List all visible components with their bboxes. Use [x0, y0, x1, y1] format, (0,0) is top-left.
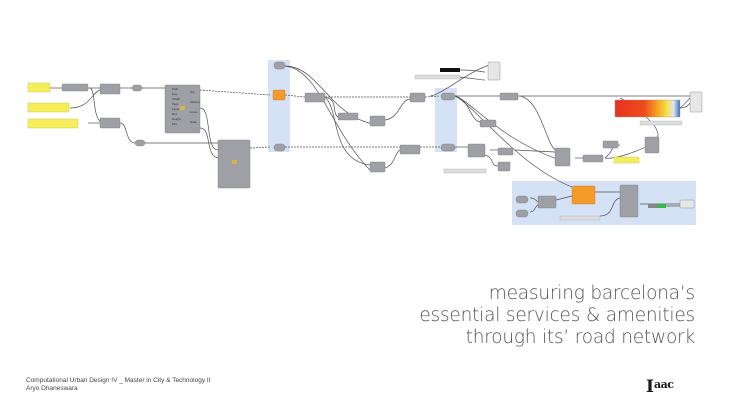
- slider-bottom[interactable]: [559, 215, 601, 221]
- gradient-component[interactable]: [614, 99, 681, 118]
- title-line-3: through its’ road network: [465, 327, 696, 348]
- panel-4[interactable]: [613, 156, 640, 164]
- param-3[interactable]: [273, 61, 286, 70]
- param-7[interactable]: [515, 195, 529, 204]
- swatch-black: [440, 68, 460, 72]
- svg-text:Height: Height: [172, 117, 181, 121]
- svg-text:Key: Key: [172, 92, 178, 96]
- component-preview-3[interactable]: [679, 199, 695, 209]
- param-5[interactable]: [440, 92, 456, 101]
- svg-text:Ref: Ref: [172, 112, 177, 116]
- component-k[interactable]: [467, 143, 486, 158]
- component-l[interactable]: [497, 147, 514, 156]
- title-line-2: essential services & amenities: [419, 305, 695, 326]
- component-o[interactable]: [582, 154, 604, 163]
- component-f[interactable]: [409, 92, 426, 103]
- slider-top[interactable]: [414, 74, 461, 80]
- component-d[interactable]: [337, 112, 359, 121]
- credits: Computational Urban Design IV _ Master i…: [26, 377, 211, 393]
- group-1: [268, 60, 290, 152]
- group-2: [435, 88, 457, 152]
- param-4[interactable]: [273, 143, 286, 152]
- elk-icon-2: [232, 160, 237, 164]
- author-name: Aryo Dhaneswara: [26, 385, 78, 392]
- param-1[interactable]: [131, 84, 143, 92]
- component-c[interactable]: [304, 92, 326, 103]
- svg-text:Pts: Pts: [190, 90, 195, 94]
- components: [61, 61, 703, 218]
- component-i[interactable]: [499, 92, 519, 101]
- svg-text:Meshes: Meshes: [190, 100, 201, 104]
- param-2[interactable]: [134, 139, 146, 147]
- component-h[interactable]: [369, 161, 386, 173]
- svg-text:Min: Min: [172, 122, 177, 126]
- component-q[interactable]: [644, 136, 660, 154]
- title-line-1: measuring barcelona’s: [488, 283, 695, 304]
- svg-text:Lines: Lines: [190, 110, 198, 114]
- component-r[interactable]: [537, 195, 557, 209]
- panels: [27, 82, 640, 164]
- svg-text:XPath: XPath: [172, 97, 181, 101]
- component-elk-1-labels: Path Key XPath Tags Layer Ref Height Min…: [172, 87, 201, 126]
- panel-1[interactable]: [27, 82, 51, 93]
- slide-title: measuring barcelona’s essential services…: [419, 283, 695, 349]
- cluster-orange-2[interactable]: [571, 185, 596, 205]
- component-e[interactable]: [369, 115, 386, 127]
- component-construct-path[interactable]: [61, 83, 89, 92]
- sliders: [414, 68, 683, 221]
- slider-mid[interactable]: [443, 168, 487, 174]
- course-name: Computational Urban Design IV _ Master i…: [26, 377, 211, 384]
- component-g[interactable]: [399, 144, 421, 155]
- component-s[interactable]: [619, 184, 639, 218]
- component-m[interactable]: [497, 161, 511, 172]
- component-p[interactable]: [602, 140, 619, 149]
- svg-text:Tags: Tags: [172, 102, 179, 106]
- component-n[interactable]: [554, 147, 571, 167]
- component-preview-2[interactable]: [689, 91, 703, 113]
- component-preview[interactable]: [487, 61, 501, 81]
- elk-icon: [180, 106, 185, 110]
- component-a[interactable]: [99, 83, 121, 95]
- slider-gradient[interactable]: [639, 120, 683, 126]
- component-b[interactable]: [99, 117, 121, 129]
- svg-text:Data: Data: [190, 120, 197, 124]
- iaac-logo: Iaac: [646, 377, 674, 397]
- param-6[interactable]: [440, 143, 456, 152]
- panel-3[interactable]: [27, 118, 79, 129]
- slider-green[interactable]: [657, 204, 666, 208]
- panel-2[interactable]: [27, 102, 70, 113]
- cluster-orange-1[interactable]: [272, 89, 286, 101]
- svg-text:Layer: Layer: [172, 107, 180, 111]
- component-j[interactable]: [479, 119, 497, 128]
- param-8[interactable]: [515, 209, 529, 218]
- svg-text:Path: Path: [172, 87, 179, 91]
